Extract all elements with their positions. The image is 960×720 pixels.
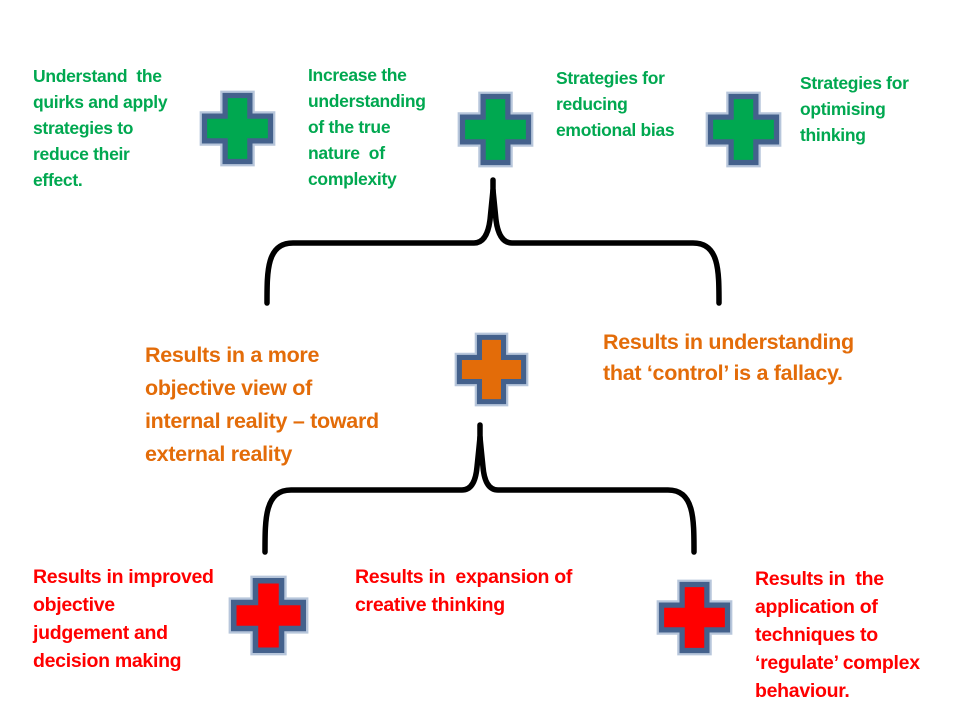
text-increase-understanding: Increase the understanding of the true n…	[308, 65, 426, 189]
text-results-regulate-behaviour: Results in the application of techniques…	[755, 568, 920, 702]
plus-icon-orange	[455, 332, 528, 407]
plus-icon-green-2	[458, 92, 533, 167]
plus-icon-green-1	[200, 91, 275, 166]
text-strategies-emotional-bias: Strategies for reducing emotional bias	[556, 68, 675, 140]
plus-icon-red-1	[229, 576, 308, 655]
text-results-objective-view: Results in a more objective view of inte…	[145, 343, 379, 466]
brace-upper	[264, 187, 722, 306]
plus-icon-red-2	[657, 580, 732, 655]
text-strategies-optimising: Strategies for optimising thinking	[800, 73, 909, 145]
text-understand-quirks: Understand the quirks and apply strategi…	[33, 66, 168, 190]
text-results-improved-judgement: Results in improved objective judgement …	[33, 566, 214, 672]
text-results-control-fallacy: Results in understanding that ‘control’ …	[603, 330, 854, 385]
plus-icon-green-3	[706, 92, 781, 167]
text-results-creative-thinking: Results in expansion of creative thinkin…	[355, 566, 573, 616]
